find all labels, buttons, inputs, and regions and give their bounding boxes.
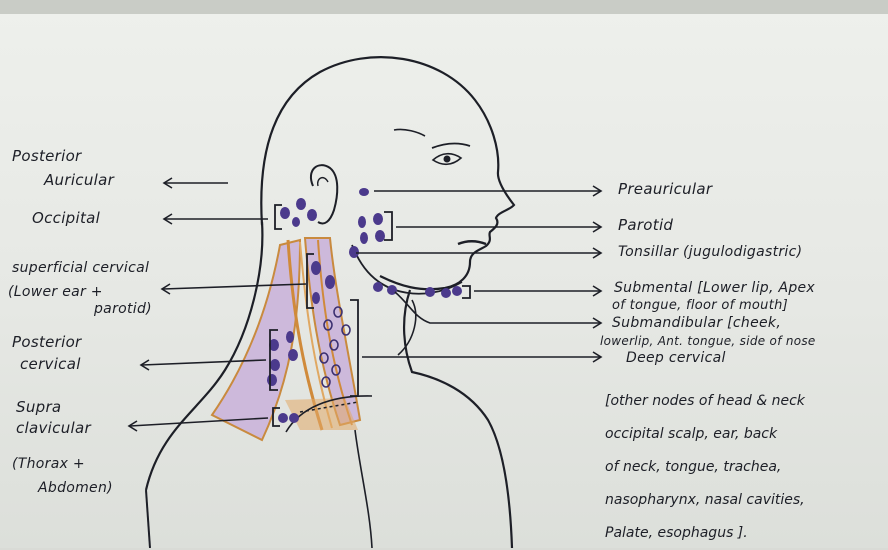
label-tonsillar: Tonsillar (jugulodigastric) [618,244,802,260]
label-parotid: Parotid [618,217,673,233]
label-posterior-auricular-line1: Posterior [12,148,82,164]
label-supraclavicular-note2: Abdomen) [38,480,113,496]
label-posterior-cervical-line2: cervical [20,356,81,372]
label-supraclavicular-note1: (Thorax + [12,456,85,472]
notes-block: [other nodes of head & neck occipital sc… [605,385,888,550]
front-of-neck [404,290,512,548]
label-posterior-auricular-line2: Auricular [44,172,114,188]
eyebrow [432,144,470,148]
notes-line: Palate, esophagus ]. [605,517,888,550]
label-occipital: Occipital [32,210,100,226]
notes-line: occipital scalp, ear, back [605,418,888,451]
notes-line: of neck, tongue, trachea, [605,451,888,484]
label-superficial-cervical-note2: parotid) [94,301,152,317]
label-submental-line2: of tongue, floor of mouth] [612,298,788,314]
label-submental-line1: Submental [Lower lip, Apex [614,280,815,296]
notes-line: nasopharynx, nasal cavities, [605,484,888,517]
brackets [270,205,470,426]
label-supraclavicular-line2: clavicular [16,420,91,436]
label-superficial-cervical: superficial cervical [12,260,149,276]
mouth [458,241,486,244]
label-preauricular: Preauricular [618,181,712,197]
notes-line: [other nodes of head & neck [605,385,888,418]
label-posterior-cervical-line1: Posterior [12,334,82,350]
label-supraclavicular-line1: Supra [16,399,61,415]
label-submandibular-line2: lowerlip, Ant. tongue, side of nose [600,333,816,349]
label-deep-cervical: Deep cervical [626,350,726,366]
label-submandibular-line1: Submandibular [cheek, [612,315,781,331]
label-superficial-cervical-note1: (Lower ear + [8,284,103,300]
